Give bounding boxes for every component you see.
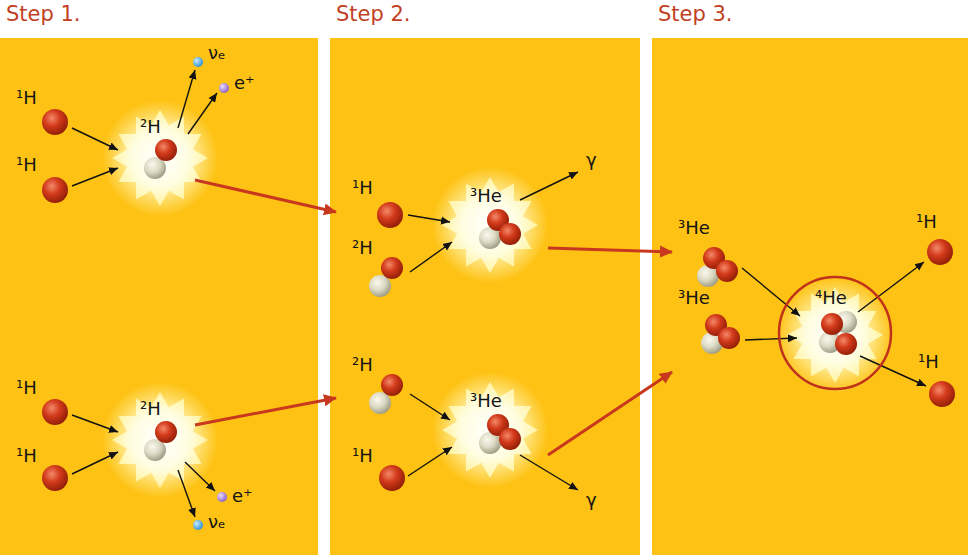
fusion-burst bbox=[432, 167, 548, 283]
flow-arrow bbox=[548, 248, 672, 252]
step-panel bbox=[652, 38, 968, 555]
neutrino bbox=[193, 57, 203, 67]
particle-label: ²H bbox=[352, 355, 373, 375]
fusion-burst bbox=[102, 382, 218, 498]
motion-arrow bbox=[72, 452, 118, 474]
proton bbox=[929, 381, 955, 407]
proton bbox=[379, 465, 405, 491]
motion-arrow bbox=[408, 215, 450, 222]
particle-label: e⁺ bbox=[234, 73, 255, 93]
proton bbox=[499, 223, 521, 245]
particle-label: ¹H bbox=[16, 446, 37, 466]
motion-arrow bbox=[520, 172, 578, 200]
flow-arrow bbox=[195, 180, 336, 212]
step-heading: Step 2. bbox=[336, 2, 411, 26]
motion-arrow bbox=[742, 268, 800, 316]
particle-label: ²H bbox=[352, 238, 373, 258]
motion-arrow bbox=[410, 242, 452, 272]
motion-arrow bbox=[520, 455, 578, 490]
particle-label: ¹H bbox=[352, 446, 373, 466]
particle-label: γ bbox=[586, 150, 597, 170]
motion-arrow bbox=[72, 128, 118, 150]
motion-arrow bbox=[178, 70, 195, 128]
proton bbox=[155, 421, 177, 443]
particle-label: ³He bbox=[678, 288, 710, 308]
step-panel: Step 3. bbox=[652, 0, 968, 555]
particle-label: ³He bbox=[678, 218, 710, 238]
reaction-arrows bbox=[72, 70, 926, 517]
particle-label: ¹H bbox=[16, 378, 37, 398]
particle-label: νₑ bbox=[208, 43, 226, 63]
fusion-burst bbox=[777, 277, 893, 393]
proton bbox=[42, 399, 68, 425]
proton bbox=[718, 327, 740, 349]
proton bbox=[42, 465, 68, 491]
step-panel bbox=[330, 38, 640, 555]
proton bbox=[499, 428, 521, 450]
neutrino bbox=[193, 520, 203, 530]
highlight-ring bbox=[779, 277, 891, 389]
motion-arrow bbox=[188, 93, 217, 134]
particle-label: νₑ bbox=[208, 512, 226, 532]
step-panel bbox=[0, 38, 318, 555]
flow-arrow bbox=[195, 398, 336, 425]
particle-label: ¹H bbox=[916, 212, 937, 232]
proton bbox=[377, 202, 403, 228]
proton bbox=[42, 109, 68, 135]
proton bbox=[716, 260, 738, 282]
neutron bbox=[369, 275, 391, 297]
proton bbox=[927, 239, 953, 265]
particle-label: ³He bbox=[470, 391, 502, 411]
positron bbox=[217, 492, 227, 502]
particle-label: γ bbox=[586, 490, 597, 510]
step-panel: Step 1. bbox=[0, 0, 318, 555]
proton bbox=[155, 139, 177, 161]
motion-arrow bbox=[72, 168, 118, 186]
proton bbox=[381, 257, 403, 279]
particle-label: ²H bbox=[140, 117, 161, 137]
proton bbox=[821, 313, 843, 335]
particle-label: ³He bbox=[470, 186, 502, 206]
proton bbox=[835, 333, 857, 355]
motion-arrow bbox=[408, 447, 452, 476]
flow-arrow bbox=[548, 372, 672, 455]
step-heading: Step 1. bbox=[6, 2, 81, 26]
step-panel: Step 2. bbox=[330, 0, 640, 555]
motion-arrow bbox=[860, 356, 926, 386]
motion-arrow bbox=[410, 394, 450, 420]
motion-arrow bbox=[178, 470, 195, 517]
positron bbox=[219, 83, 229, 93]
proton bbox=[42, 177, 68, 203]
step-heading: Step 3. bbox=[658, 2, 733, 26]
motion-arrow bbox=[72, 415, 118, 432]
particle-label: ⁴He bbox=[815, 288, 847, 308]
particle-label: ¹H bbox=[16, 88, 37, 108]
particle-label: e⁺ bbox=[232, 486, 253, 506]
fusion-burst bbox=[432, 372, 548, 488]
fusion-burst bbox=[102, 100, 218, 216]
particle-label: ¹H bbox=[352, 178, 373, 198]
neutron bbox=[369, 392, 391, 414]
proton bbox=[381, 374, 403, 396]
particle-label: ²H bbox=[140, 399, 161, 419]
motion-arrow bbox=[745, 338, 797, 340]
particles bbox=[42, 57, 955, 530]
particle-label: ¹H bbox=[16, 155, 37, 175]
motion-arrow bbox=[185, 462, 215, 491]
particle-label: ¹H bbox=[918, 352, 939, 372]
